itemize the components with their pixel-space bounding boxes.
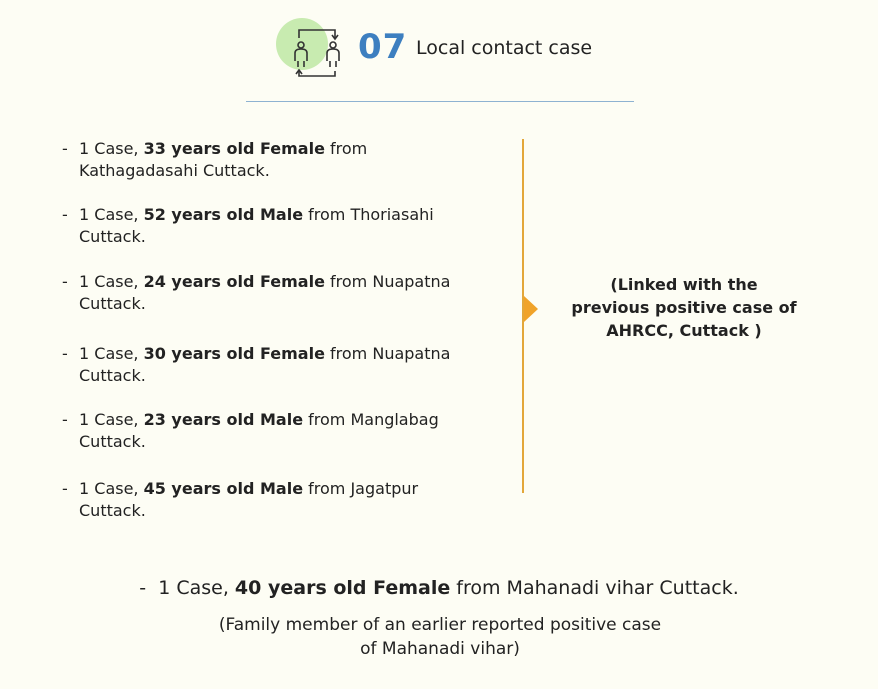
case-text: 1 Case, 23 years old Male from Manglabag… xyxy=(79,410,439,451)
case-item: - 1 Case, 45 years old Male from Jagatpu… xyxy=(58,478,498,522)
linked-note-line: (Linked with the xyxy=(610,275,758,294)
case-item: - 1 Case, 52 years old Male from Thorias… xyxy=(58,204,498,271)
pointer-arrow-icon xyxy=(524,296,538,322)
case-demographic: 24 years old Female xyxy=(143,272,325,291)
case-text: 1 Case, 30 years old Female from Nuapatn… xyxy=(79,344,451,385)
header-divider xyxy=(246,101,634,102)
case-text: 1 Case, 24 years old Female from Nuapatn… xyxy=(79,272,451,313)
bottom-case: - 1 Case, 40 years old Female from Mahan… xyxy=(0,575,878,601)
list-dash: - xyxy=(62,272,68,291)
case-item: - 1 Case, 24 years old Female from Nuapa… xyxy=(58,271,498,343)
case-list: - 1 Case, 33 years old Female from Katha… xyxy=(58,138,498,522)
case-demographic: 52 years old Male xyxy=(143,205,304,224)
list-dash: - xyxy=(62,410,68,429)
list-dash: - xyxy=(62,205,68,224)
timeline-line xyxy=(522,139,524,493)
bottom-case-demographic: 40 years old Female xyxy=(234,577,451,599)
linked-note: (Linked with the previous positive case … xyxy=(558,273,810,342)
list-dash: - xyxy=(139,577,147,599)
case-text: 1 Case, 52 years old Male from Thoriasah… xyxy=(79,205,434,246)
bottom-case-prefix: 1 Case, xyxy=(158,577,235,599)
case-item: - 1 Case, 30 years old Female from Nuapa… xyxy=(58,343,498,409)
bottom-note-line: of Mahanadi vihar) xyxy=(360,639,520,659)
contact-tracing-icon xyxy=(276,18,340,77)
section-number: 07 xyxy=(358,27,408,67)
bottom-case-suffix: from Mahanadi vihar Cuttack. xyxy=(450,577,739,599)
bottom-note-line: (Family member of an earlier reported po… xyxy=(218,615,662,635)
case-demographic: 45 years old Male xyxy=(143,479,304,498)
bottom-note: (Family member of an earlier reported po… xyxy=(170,613,710,661)
case-demographic: 23 years old Male xyxy=(143,410,304,429)
linked-note-line: AHRCC, Cuttack ) xyxy=(606,321,762,340)
list-dash: - xyxy=(62,344,68,363)
section-title: Local contact case xyxy=(416,37,593,59)
section-header: 07 Local contact case xyxy=(272,16,632,80)
case-item: - 1 Case, 23 years old Male from Manglab… xyxy=(58,409,498,478)
case-text: 1 Case, 45 years old Male from Jagatpur … xyxy=(79,479,419,520)
linked-note-line: previous positive case of xyxy=(571,298,797,317)
list-dash: - xyxy=(62,479,68,498)
case-demographic: 33 years old Female xyxy=(143,139,325,158)
case-item: - 1 Case, 33 years old Female from Katha… xyxy=(58,138,498,204)
case-text: 1 Case, 33 years old Female from Kathaga… xyxy=(79,139,368,180)
list-dash: - xyxy=(62,139,68,158)
case-demographic: 30 years old Female xyxy=(143,344,325,363)
